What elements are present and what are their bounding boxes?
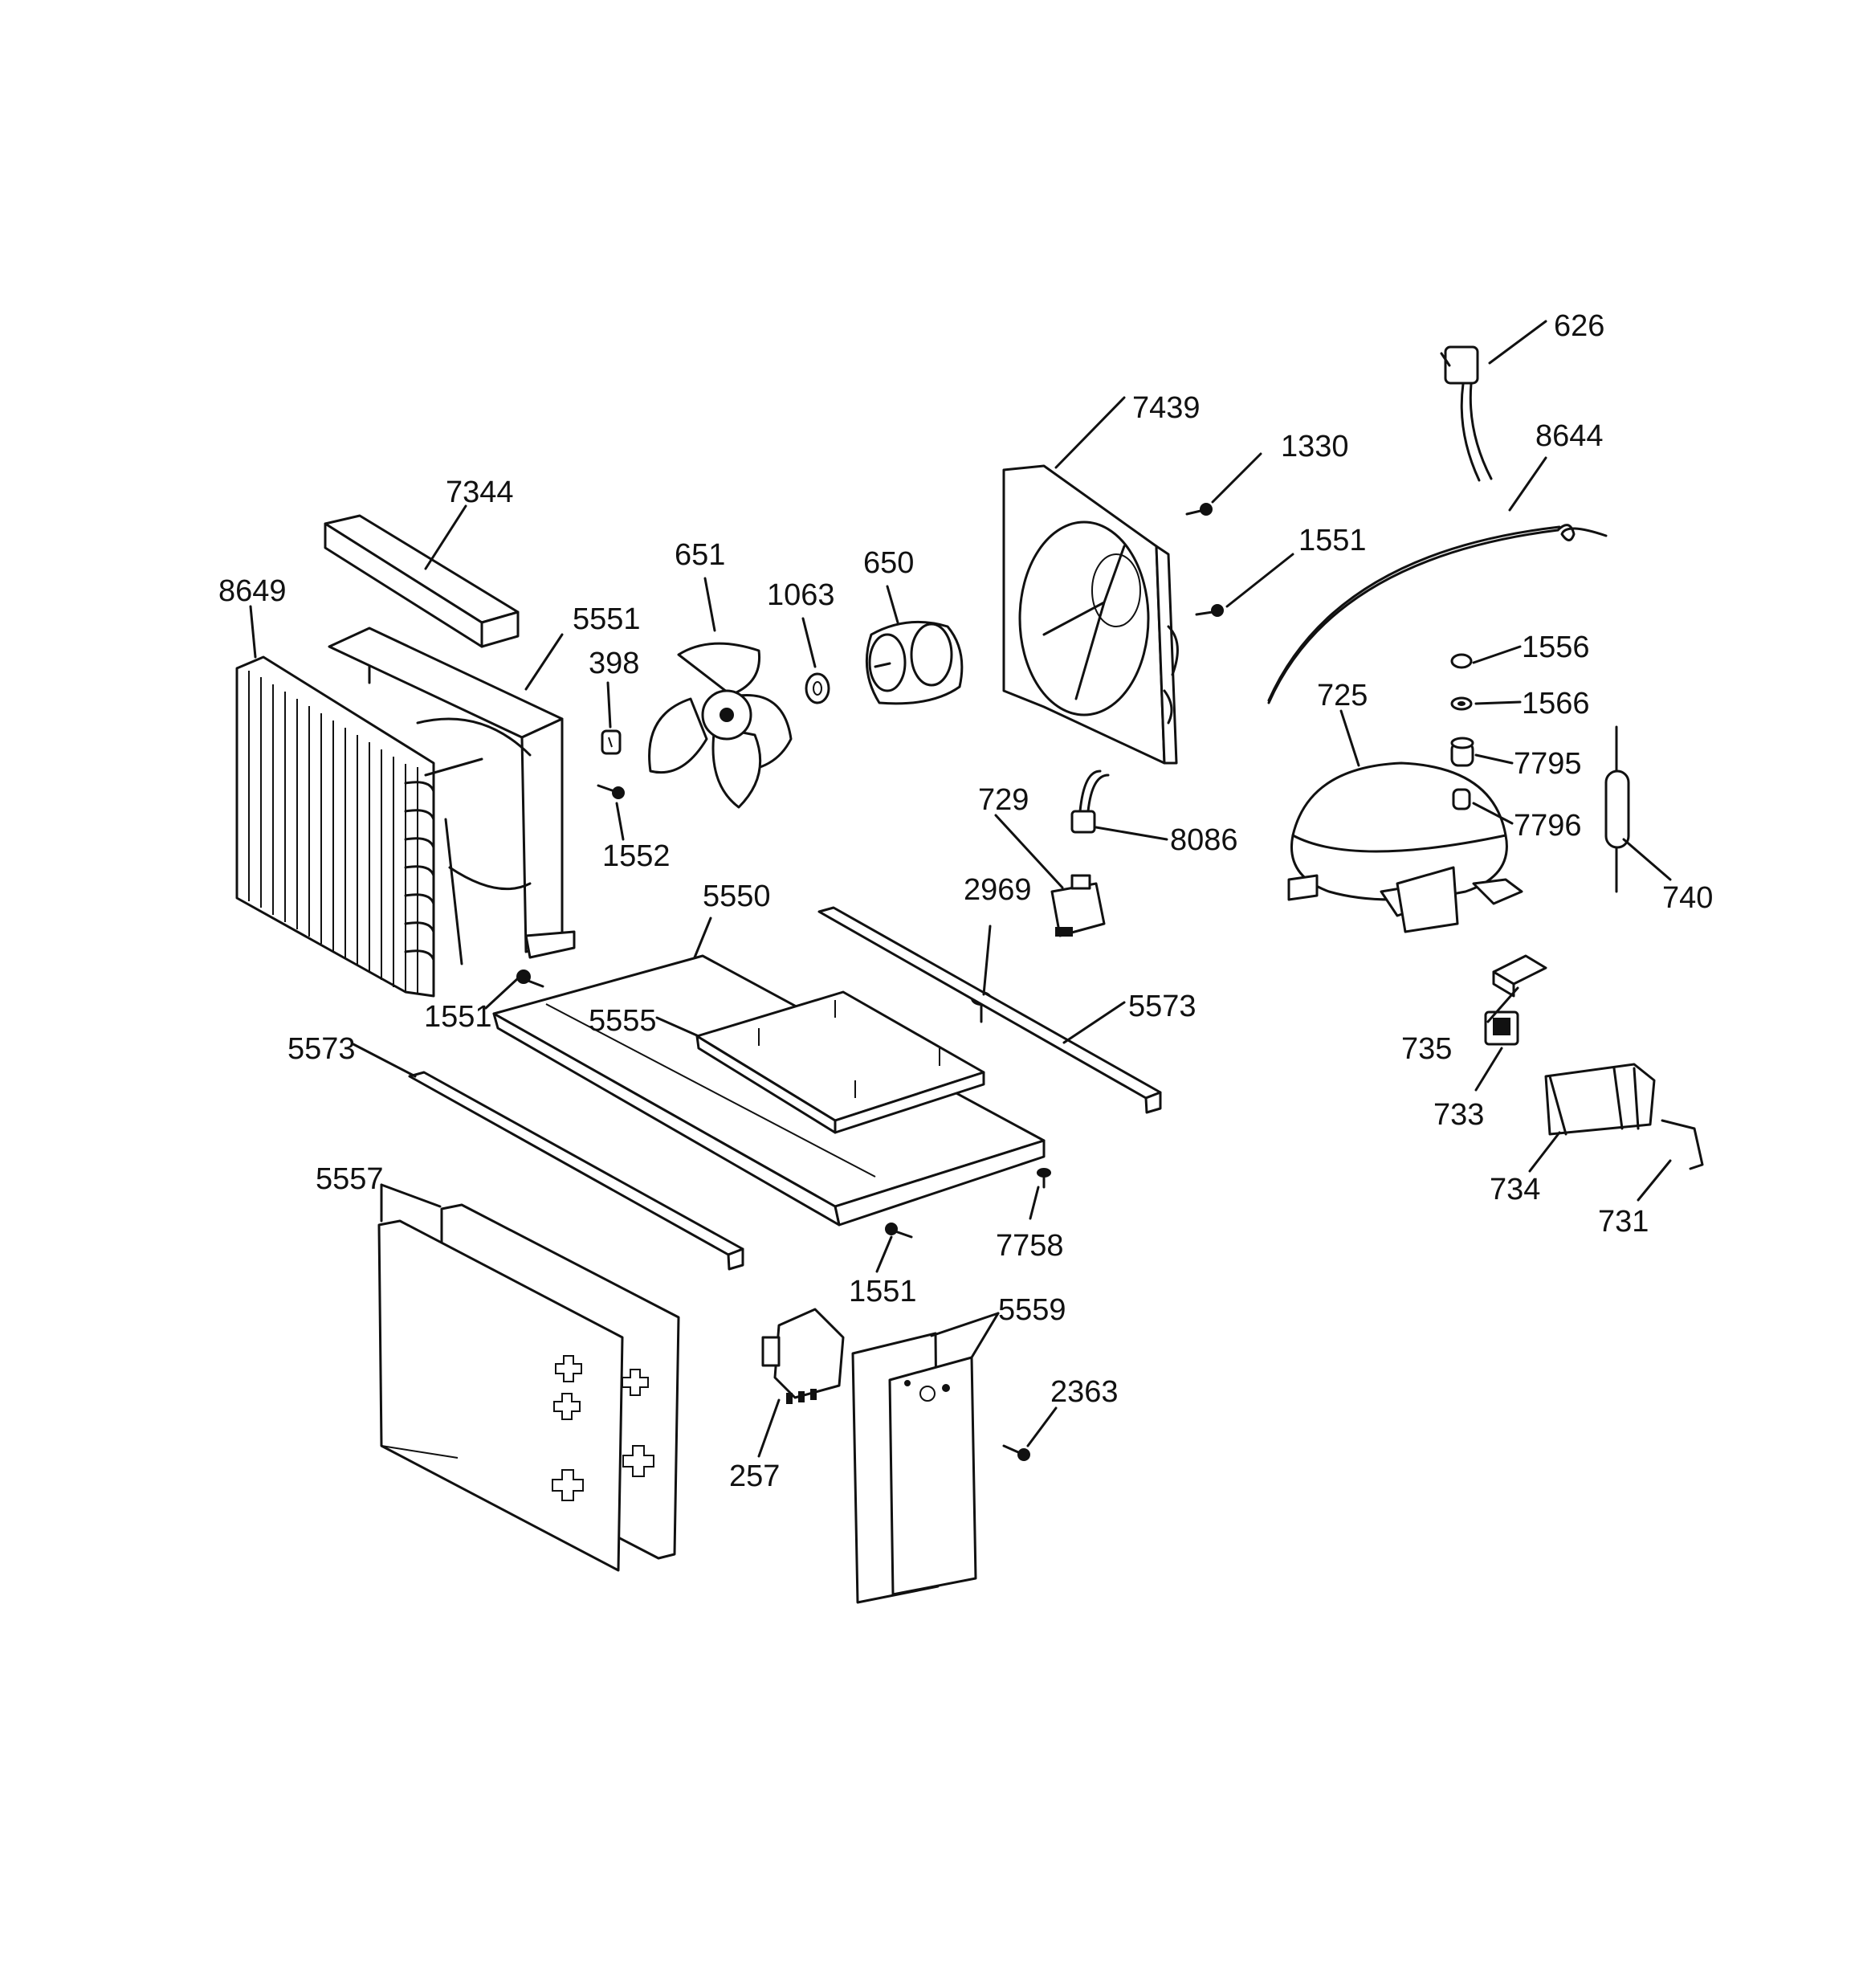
label-1330: 1330 <box>1281 430 1349 463</box>
part-5551-shroud <box>328 627 576 959</box>
part-5557-access-panel <box>377 1203 680 1572</box>
part-1551-screw-bottom <box>885 1223 913 1239</box>
label-8649: 8649 <box>218 574 287 608</box>
part-651-fan-blade <box>648 642 793 809</box>
label-7758: 7758 <box>996 1229 1064 1263</box>
label-7796: 7796 <box>1514 809 1582 843</box>
part-733-overload <box>1484 1010 1519 1046</box>
part-1566-washer <box>1450 696 1473 711</box>
part-2363-screw <box>1002 1444 1030 1461</box>
part-725-compressor <box>1287 761 1523 933</box>
label-5551: 5551 <box>573 602 641 636</box>
label-5550: 5550 <box>703 880 771 913</box>
part-729-relay <box>1050 874 1106 937</box>
label-7439: 7439 <box>1132 391 1201 425</box>
part-734-start-relay <box>1544 1063 1656 1136</box>
label-398: 398 <box>589 647 639 680</box>
part-8086-harness <box>1070 769 1110 834</box>
part-398-clip <box>601 729 622 755</box>
label-1556: 1556 <box>1522 631 1590 664</box>
part-8649-condenser-coil <box>235 655 483 998</box>
label-5573-left: 5573 <box>287 1032 356 1066</box>
label-5559: 5559 <box>998 1293 1066 1327</box>
part-626-plug <box>1440 345 1493 482</box>
label-257: 257 <box>729 1459 780 1493</box>
label-8086: 8086 <box>1170 823 1238 857</box>
label-5573-right: 5573 <box>1128 990 1196 1023</box>
label-1566: 1566 <box>1522 687 1590 720</box>
label-5557: 5557 <box>316 1162 384 1196</box>
label-1551-top: 1551 <box>1298 524 1367 557</box>
label-1552: 1552 <box>602 839 671 873</box>
label-2363: 2363 <box>1050 1375 1119 1409</box>
label-7795: 7795 <box>1514 747 1582 781</box>
part-7439-fan-bracket <box>1002 464 1179 765</box>
label-731: 731 <box>1598 1205 1649 1239</box>
part-1551-screw-left <box>516 970 544 988</box>
label-2969: 2969 <box>964 873 1032 907</box>
part-735-cover <box>1492 954 1547 998</box>
label-729: 729 <box>978 783 1029 817</box>
part-7758-screw <box>1037 1168 1051 1189</box>
part-257-timer <box>761 1308 845 1404</box>
part-1552-screw <box>597 784 625 799</box>
label-1551-bottom: 1551 <box>849 1275 917 1308</box>
leader-lines <box>249 320 1672 1458</box>
label-626: 626 <box>1554 309 1604 343</box>
label-5555: 5555 <box>589 1004 657 1038</box>
part-7795-grommet <box>1450 737 1474 767</box>
label-735: 735 <box>1401 1032 1452 1066</box>
part-650-fan-motor <box>865 620 964 705</box>
part-1063-washer <box>805 672 830 704</box>
callout-labels: 626 7439 1330 8644 7344 1551 651 650 106… <box>218 309 1713 1493</box>
label-7344: 7344 <box>446 476 514 509</box>
label-733: 733 <box>1433 1098 1484 1132</box>
part-5573-rail-left <box>408 1071 744 1271</box>
part-7796-sleeve <box>1452 788 1471 810</box>
label-651: 651 <box>675 538 725 572</box>
label-650: 650 <box>863 546 914 580</box>
part-5573-rail-right <box>817 906 1162 1114</box>
part-1556-nut <box>1450 653 1473 669</box>
label-1551-left: 1551 <box>424 1000 492 1034</box>
part-740-drier <box>1604 725 1630 893</box>
label-725: 725 <box>1317 679 1368 712</box>
part-8644-cord <box>1267 524 1608 704</box>
part-5555-drain-pan <box>695 990 985 1134</box>
part-1330-screw <box>1185 503 1213 516</box>
label-734: 734 <box>1490 1173 1540 1206</box>
label-1063: 1063 <box>767 578 835 612</box>
part-5559-panel <box>851 1332 977 1604</box>
part-1551-screw-top <box>1195 604 1224 617</box>
label-740: 740 <box>1662 881 1713 915</box>
label-8644: 8644 <box>1535 419 1604 453</box>
part-731-clip <box>1661 1119 1704 1170</box>
part-7344-foam-strip <box>324 514 520 648</box>
